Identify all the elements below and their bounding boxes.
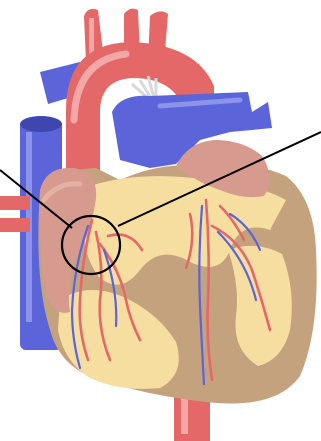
pulmonary-artery-left-stub-2 xyxy=(0,218,30,232)
pulmonary-artery-left-stub-1 xyxy=(0,196,30,210)
vena-cava-opening xyxy=(20,116,62,132)
